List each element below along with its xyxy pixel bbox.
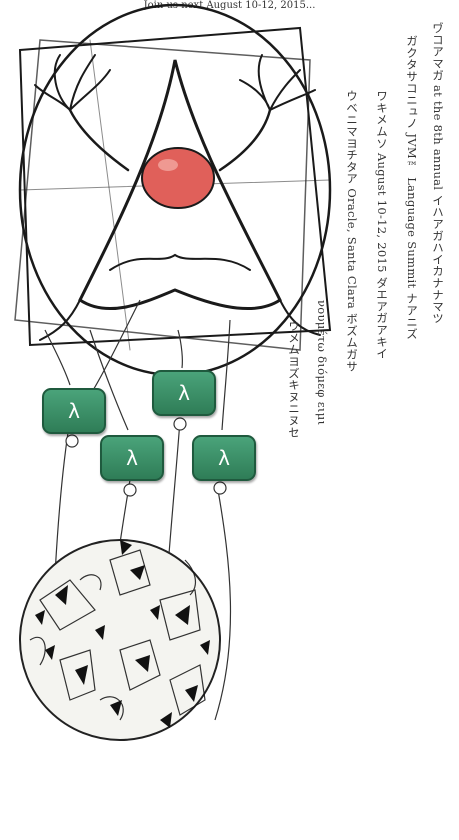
tagline: Join us next August 10-12, 2015...: [143, 0, 316, 11]
text-column-5: νουμέτω διόμεφ ειμι: [315, 300, 329, 426]
text-column-1: ヷコアマガ at the 8th annual イハアガハイカナナマツ: [431, 22, 445, 325]
lambda-node-1: λ: [42, 388, 106, 434]
lambda-node-2: λ: [100, 435, 164, 481]
lambda-node-3: λ: [152, 370, 216, 416]
duke-nose-icon: [141, 147, 215, 209]
text-column-3: ワキメムソ August 10-12, 2015 ダエアガアキイ: [375, 90, 389, 360]
lambda-node-4: λ: [192, 435, 256, 481]
mosaic-sphere-icon: [19, 539, 221, 741]
poster-illustration: [14, 3, 332, 741]
text-column-4: ウベニマヨチタア Oracle, Santa Clara ボズムガサ: [345, 90, 359, 372]
text-column-2: ガクタサコニュノ JVM™ Language Summit ナアニズ: [405, 35, 419, 340]
text-column-6: ウメムヨズキヌニヌセ: [287, 320, 301, 438]
